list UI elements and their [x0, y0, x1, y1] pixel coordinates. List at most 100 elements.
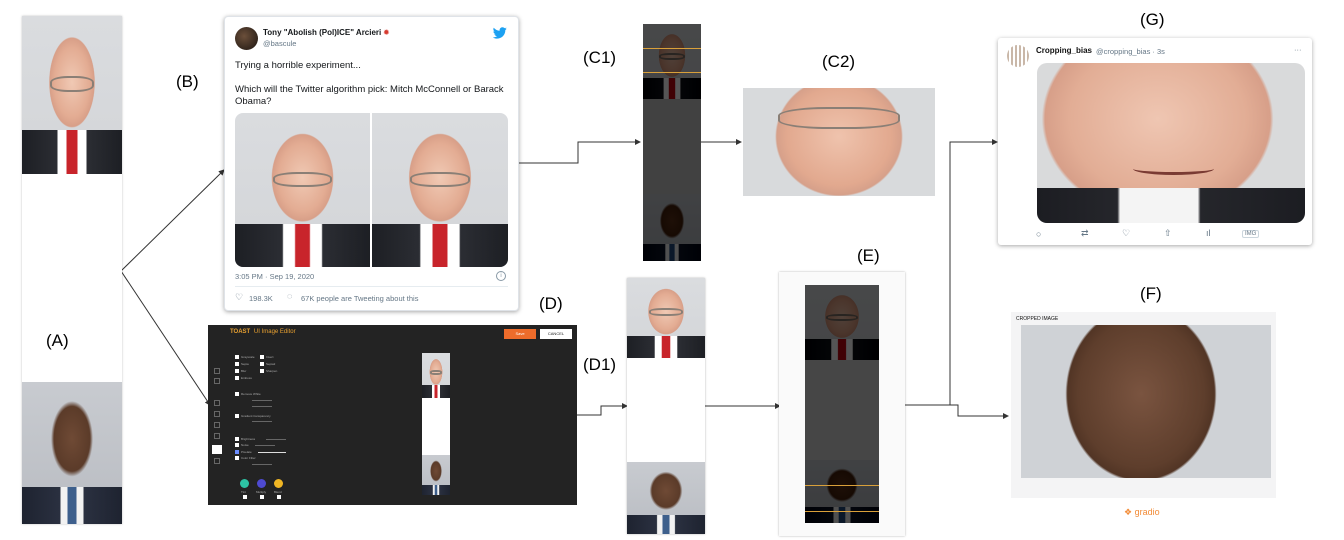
slider-value[interactable]: [252, 421, 272, 422]
checkbox-grayscale[interactable]: [235, 355, 239, 359]
swatch-multiply-check[interactable]: [260, 495, 264, 499]
arrow-a-to-d: [120, 270, 211, 406]
checkbox-invert[interactable]: [260, 355, 264, 359]
option-remove-white: Remove White: [241, 392, 261, 396]
editor-logo: TOAST UI Image Editor: [230, 329, 296, 335]
swatch-tint-check[interactable]: [243, 495, 247, 499]
panel-c1-saliency-strip: [643, 24, 701, 261]
c1-crop-bottom: [643, 72, 701, 73]
tweet-text-line2: Which will the Twitter algorithm pick: M…: [235, 84, 504, 107]
heart-icon[interactable]: ♡: [235, 292, 244, 302]
checkbox-sepia2[interactable]: [260, 362, 264, 366]
swatch-blend-check[interactable]: [277, 495, 281, 499]
checkbox-blur[interactable]: [235, 369, 239, 373]
arrow-e-to-g: [905, 139, 998, 406]
tweet-display-name[interactable]: Tony "Abolish (Pol)ICE" Arcieri: [263, 28, 382, 37]
panel-d-image-editor: TOAST UI Image Editor Save CANCEL Graysc…: [208, 325, 577, 505]
like-icon[interactable]: ♡: [1122, 228, 1131, 238]
editor-obama: [422, 455, 450, 495]
rotate-icon[interactable]: [214, 422, 220, 428]
tweet-image-mcconnell-right[interactable]: [372, 113, 508, 267]
share-icon[interactable]: ⇧: [1164, 228, 1172, 238]
checkbox-sepia[interactable]: [235, 362, 239, 366]
cropping-handle[interactable]: @cropping_bias · 3s: [1096, 47, 1165, 56]
filter-tool-active[interactable]: [212, 445, 222, 454]
label-c2: (C2): [822, 52, 856, 71]
swatch-blend[interactable]: [274, 479, 283, 488]
option-gradient-transparency: Gradient transparency: [241, 414, 271, 418]
cancel-button[interactable]: CANCEL: [540, 329, 572, 339]
tweet-conversation-text[interactable]: 67K people are Tweeting about this: [301, 294, 419, 303]
swatch-tint[interactable]: [240, 479, 249, 488]
tweet-image-mcconnell-left[interactable]: [235, 113, 370, 267]
redo-icon[interactable]: [214, 378, 220, 384]
crab-emoji-icon: ✹: [383, 28, 390, 37]
tweet-timestamp[interactable]: 3:05 PM · Sep 19, 2020: [235, 272, 315, 281]
slider-distance[interactable]: [252, 406, 272, 407]
more-options-icon[interactable]: ···: [1294, 45, 1302, 54]
retweet-icon[interactable]: ⇄: [1081, 228, 1089, 238]
arrow-e-to-f: [950, 404, 1009, 419]
gradio-brand[interactable]: ❖ gradio: [1124, 507, 1160, 518]
option-brightness: Brightness: [241, 437, 256, 441]
analytics-icon[interactable]: ıl: [1206, 228, 1211, 238]
slider-brightness[interactable]: [266, 439, 286, 440]
checkbox-emboss[interactable]: [235, 376, 239, 380]
cropping-display-name[interactable]: Cropping_bias: [1036, 46, 1093, 55]
e-crop-bottom: [805, 511, 879, 512]
panel-a-combined-image: [22, 16, 122, 524]
swatch-multiply-label: Multiply: [256, 490, 267, 494]
draw-icon[interactable]: [214, 433, 220, 439]
option-invert: Invert: [266, 355, 274, 359]
text-icon[interactable]: [214, 458, 220, 464]
label-d1: (D1): [583, 355, 617, 374]
checkbox-color-filter[interactable]: [235, 456, 239, 460]
c1-crop-top: [643, 48, 701, 49]
panel-d1-padded-image: [627, 278, 705, 534]
crop-icon[interactable]: [214, 400, 220, 406]
panel-f-gradio-output: CROPPED IMAGE: [1011, 312, 1276, 498]
speech-bubble-icon[interactable]: ◌: [287, 291, 293, 301]
label-e: (E): [857, 246, 880, 265]
cropping-avatar[interactable]: [1007, 45, 1029, 67]
option-color-filter: Color Filter: [241, 456, 256, 460]
checkbox-remove-white[interactable]: [235, 392, 239, 396]
tweet-divider: [235, 286, 508, 287]
option-sepia: Sepia: [241, 362, 249, 366]
info-icon[interactable]: i: [496, 271, 506, 281]
checkbox-gradient[interactable]: [235, 414, 239, 418]
swatch-multiply[interactable]: [257, 479, 266, 488]
avatar[interactable]: [235, 27, 258, 50]
flip-icon[interactable]: [214, 411, 220, 417]
panel-c2-cropped-face: [743, 88, 935, 196]
label-d: (D): [539, 294, 563, 313]
gradio-cropped-obama[interactable]: [1021, 325, 1271, 478]
tweet-handle[interactable]: @bascule: [263, 39, 297, 48]
editor-logo-text: TOAST: [230, 329, 251, 335]
checkbox-pixelate[interactable]: [235, 450, 239, 454]
slider-color-filter[interactable]: [252, 464, 272, 465]
slider-threshold[interactable]: [252, 400, 272, 401]
option-noise: Noise: [241, 443, 249, 447]
twitter-bird-icon: [493, 27, 507, 39]
tweet-likes-count[interactable]: 198.3K: [249, 294, 273, 303]
img-badge[interactable]: IMG: [1242, 230, 1260, 238]
tweet-text-line1: Trying a horrible experiment...: [235, 60, 361, 71]
save-button[interactable]: Save: [504, 329, 536, 339]
checkbox-brightness[interactable]: [235, 437, 239, 441]
editor-title: UI Image Editor: [253, 329, 296, 335]
slider-noise[interactable]: [255, 445, 275, 446]
editor-canvas-image[interactable]: [422, 353, 450, 495]
tweet-image-grid[interactable]: [235, 113, 508, 267]
cropping-tweet-image[interactable]: [1037, 63, 1305, 223]
obama-photo: [22, 382, 122, 524]
undo-icon[interactable]: [214, 368, 220, 374]
swatch-blend-label: Blend: [274, 490, 282, 494]
slider-pixelate[interactable]: [258, 452, 286, 453]
checkbox-noise[interactable]: [235, 443, 239, 447]
checkbox-sharpen[interactable]: [260, 369, 264, 373]
reply-icon[interactable]: ○: [1036, 229, 1042, 239]
mcconnell-photo: [22, 16, 122, 174]
c1-mcconnell-dim: [643, 24, 701, 99]
